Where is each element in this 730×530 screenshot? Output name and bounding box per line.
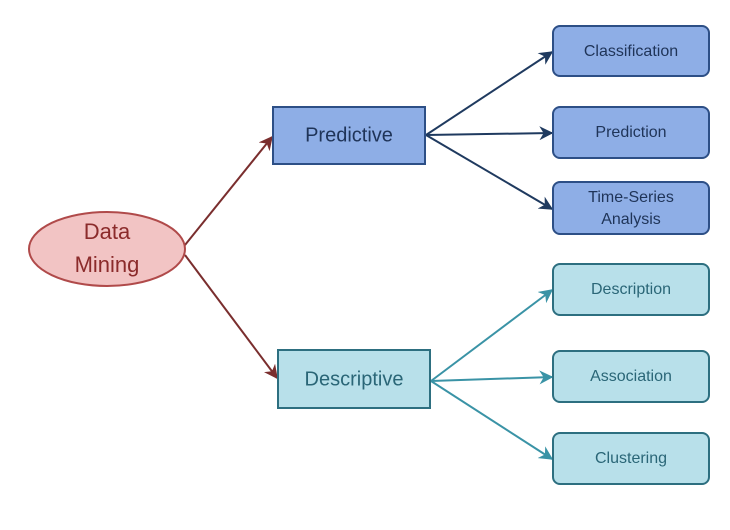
prediction-node: Prediction — [552, 106, 710, 159]
classification-box — [552, 25, 710, 77]
edge-root-predictive — [184, 135, 273, 246]
timeseries-label-line1: Time-Series — [588, 189, 674, 206]
predictive-node: Predictive — [272, 106, 426, 165]
association-box — [552, 350, 710, 403]
timeseries-node: Time-Series Analysis — [552, 181, 710, 235]
root-ellipse — [28, 211, 186, 287]
edge-root-descriptive — [184, 254, 278, 380]
descriptive-label: Descriptive — [305, 368, 404, 390]
root-label-line2: Mining — [75, 252, 140, 277]
association-label: Association — [590, 368, 672, 385]
classification-label: Classification — [584, 43, 678, 60]
description-node: Description — [552, 263, 710, 316]
edge-descriptive-description — [430, 289, 554, 382]
clustering-box — [552, 432, 710, 485]
edge-descriptive-association — [430, 370, 554, 385]
descriptive-box — [277, 349, 431, 409]
edge-predictive-timeseries — [425, 134, 554, 210]
prediction-box — [552, 106, 710, 159]
clustering-label: Clustering — [595, 450, 667, 467]
descriptive-node: Descriptive — [277, 349, 431, 409]
predictive-box — [272, 106, 426, 165]
clustering-node: Clustering — [552, 432, 710, 485]
timeseries-box — [552, 181, 710, 235]
description-label: Description — [591, 281, 671, 298]
association-node: Association — [552, 350, 710, 403]
predictive-label: Predictive — [305, 124, 393, 146]
edge-predictive-prediction — [425, 126, 554, 141]
timeseries-label-line2: Analysis — [601, 211, 661, 228]
root-label-line1: Data — [84, 219, 131, 244]
prediction-label: Prediction — [595, 124, 666, 141]
description-box — [552, 263, 710, 316]
edge-descriptive-clustering — [430, 380, 554, 460]
root-node: Data Mining — [28, 211, 186, 287]
edge-predictive-classification — [425, 51, 554, 136]
classification-node: Classification — [552, 25, 710, 77]
